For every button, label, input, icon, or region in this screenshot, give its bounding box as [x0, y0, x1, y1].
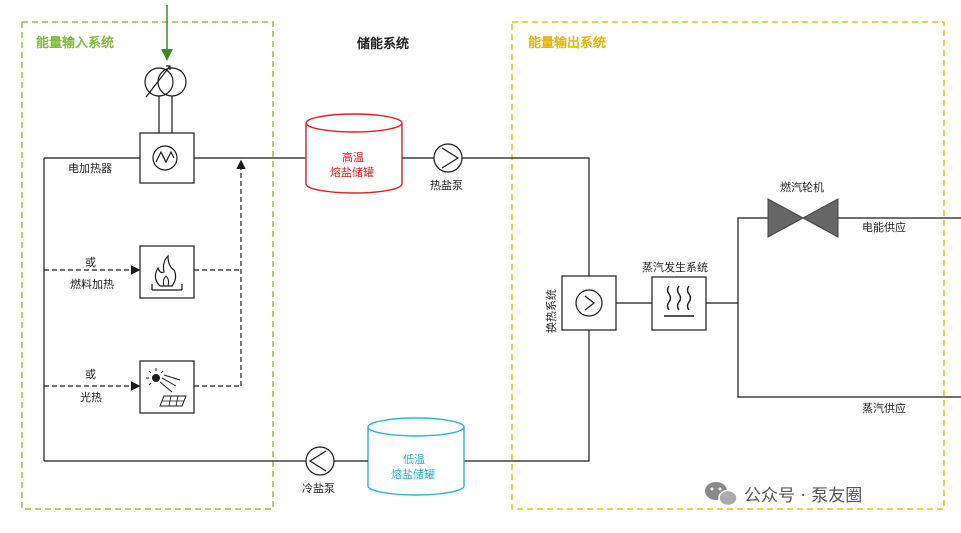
storage-system-title: 储能系统 — [356, 36, 409, 52]
gas-turbine-icon — [767, 198, 839, 238]
electric-heater-label: 电加热器 — [68, 162, 112, 175]
cold-tank-label-1: 低温 — [403, 453, 425, 466]
or-label-2: 或 — [85, 368, 96, 381]
power-supply-label: 电能供应 — [862, 220, 906, 234]
cold-salt-pump-icon — [305, 446, 335, 476]
wechat-icon — [705, 482, 738, 507]
cold-tank-label-2: 熔盐储罐 — [391, 467, 435, 481]
steam-supply-line — [737, 303, 961, 398]
turbine-branch-line — [737, 217, 768, 303]
solar-thermal-icon — [139, 360, 195, 414]
steam-generation-label: 蒸汽发生系统 — [642, 260, 708, 274]
input-system-boundary — [21, 21, 274, 510]
hot-supply-line — [462, 157, 590, 276]
hot-salt-tank — [305, 113, 403, 194]
transformer-icon — [144, 65, 187, 98]
watermark-text: 公众号 · 泵友圈 — [744, 486, 862, 506]
input-system-title: 能量输入系统 — [36, 35, 114, 51]
output-system-boundary — [511, 21, 945, 510]
steam-supply-label: 蒸汽供应 — [862, 401, 906, 415]
hot-tank-label-2: 熔盐储罐 — [330, 165, 374, 179]
gas-turbine-label: 燃汽轮机 — [780, 180, 824, 194]
cold-return-line — [464, 330, 590, 462]
solar-thermal-label: 光热 — [80, 390, 102, 404]
steam-generator-icon — [651, 276, 707, 331]
heat-exchanger-icon — [561, 275, 617, 331]
hot-tank-label-1: 高温 — [342, 150, 364, 164]
fuel-heater-icon — [139, 245, 195, 299]
cold-salt-tank — [367, 417, 465, 496]
cold-salt-pump-label: 冷盐泵 — [302, 482, 335, 495]
hot-salt-pump-label: 热盐泵 — [430, 179, 463, 192]
electric-heater-icon — [139, 132, 195, 184]
or-label-1: 或 — [85, 256, 96, 269]
output-system-title: 能量输出系统 — [528, 35, 606, 51]
fuel-heating-label: 燃料加热 — [70, 277, 114, 291]
hot-salt-pump-icon — [433, 143, 463, 173]
heat-exchange-label: 换热系统 — [544, 289, 558, 333]
